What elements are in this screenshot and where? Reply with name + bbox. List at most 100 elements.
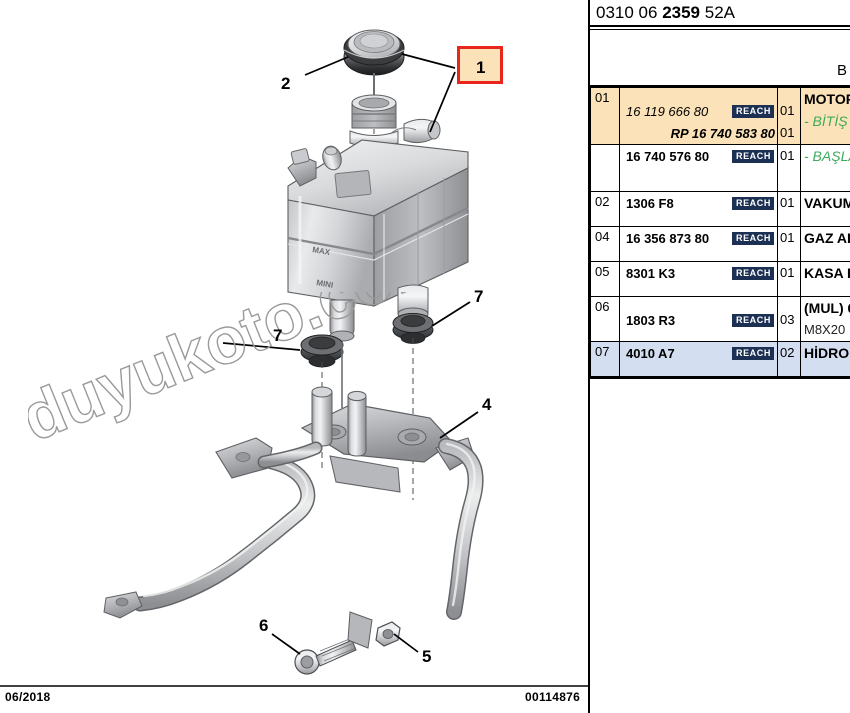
part-line[interactable]: 4010 A7 REACH — [620, 342, 777, 364]
callout-5: 5 — [422, 647, 432, 666]
part-number: 4010 A7 — [626, 345, 675, 361]
row-part-cell: 1803 R3 REACH — [619, 296, 778, 342]
part-line-spacer — [620, 179, 777, 191]
part-number: 16 356 873 80 — [626, 230, 710, 246]
description-title: MOTOR — [804, 91, 850, 107]
qty-line-spacer — [778, 88, 800, 100]
callout-6: 6 — [259, 616, 269, 635]
row-part-cell: 1306 F8 REACH — [619, 191, 778, 227]
qty-value: 01 — [780, 125, 795, 140]
mounting-nut — [375, 621, 401, 647]
reach-badge: REACH — [731, 149, 774, 163]
table-row[interactable]: 04 16 356 873 80 REACH 01 — [590, 226, 850, 262]
qty-value: 03 — [780, 312, 795, 327]
table-row[interactable]: 05 8301 K3 REACH 01 — [590, 261, 850, 297]
row-index-cell: 01 — [590, 87, 620, 145]
reach-badge: REACH — [731, 196, 774, 210]
callout-leader-lines — [222, 53, 479, 655]
row-part-cell: 16 356 873 80 REACH — [619, 226, 778, 262]
row-description-cell: HİDROL — [800, 341, 850, 377]
parts-table-pane: 0310 06 2359 52A B 01 — [588, 0, 850, 713]
row-qty-cell: 02 — [777, 341, 801, 377]
row-qty-cell: 01 — [777, 226, 801, 262]
qty-line-spacer — [778, 297, 800, 309]
coolant-hose-right — [438, 438, 484, 620]
row-description-cell: KASA B — [800, 261, 850, 297]
description-title: GAZ AL — [804, 230, 850, 246]
table-bottom-rule — [590, 377, 850, 379]
qty-value: 01 — [780, 103, 795, 118]
row-description-cell: (MUL) 6 M8X20 — [800, 296, 850, 342]
reference-prefix: 0310 06 — [596, 2, 658, 22]
table-row[interactable]: 16 740 576 80 REACH 01 — [590, 144, 850, 192]
part-line-spacer — [620, 167, 777, 179]
qty-value: 01 — [780, 148, 795, 163]
part-line[interactable]: RP 16 740 583 80 — [620, 122, 777, 144]
description-note: - BİTİŞ — [804, 113, 848, 129]
callout-7-left: 7 — [273, 326, 283, 345]
row-index-cell — [590, 144, 620, 192]
row-part-cell: 8301 K3 REACH — [619, 261, 778, 297]
row-qty-cell: 03 — [777, 296, 801, 342]
parts-table: 01 16 119 666 80 REACH RP 16 740 583 80 — [590, 87, 850, 377]
part-line[interactable]: 16 356 873 80 REACH — [620, 227, 777, 249]
row-part-cell: 16 740 576 80 REACH — [619, 144, 778, 192]
table-row[interactable]: 01 16 119 666 80 REACH RP 16 740 583 80 — [590, 87, 850, 145]
mounting-bracket-assembly — [215, 386, 475, 493]
reach-badge: REACH — [731, 104, 774, 118]
row-index-cell: 05 — [590, 261, 620, 297]
row-description-cell: VAKUM — [800, 191, 850, 227]
qty-value: 01 — [780, 195, 795, 210]
callout-7-right: 7 — [474, 287, 484, 306]
part-line-spacer — [620, 249, 777, 261]
callout-1-highlight-box[interactable]: 1 — [457, 46, 503, 84]
row-index-cell: 04 — [590, 226, 620, 262]
part-line[interactable]: 1803 R3 REACH — [620, 309, 777, 331]
row-part-cell: 16 119 666 80 REACH RP 16 740 583 80 — [619, 87, 778, 145]
reference-header: 0310 06 2359 52A — [590, 0, 850, 27]
description-title: VAKUM — [804, 195, 850, 211]
part-line[interactable]: 8301 K3 REACH — [620, 262, 777, 284]
part-number: 1306 F8 — [626, 195, 674, 211]
row-index: 01 — [595, 90, 610, 105]
part-line-spacer — [620, 88, 777, 100]
part-number: 16 740 576 80 — [626, 148, 710, 164]
reach-badge: REACH — [731, 231, 774, 245]
part-line[interactable]: 16 740 576 80 REACH — [620, 145, 777, 167]
part-line-spacer — [620, 297, 777, 309]
table-row[interactable]: 06 1803 R3 REACH — [590, 296, 850, 342]
parts-diagram-pane: MAX MINI — [0, 29, 588, 704]
callout-1: 1 — [476, 58, 486, 77]
grommet-left — [300, 334, 344, 368]
coolant-expansion-tank: MAX MINI — [287, 94, 469, 342]
reach-badge: REACH — [731, 313, 774, 327]
row-index: 02 — [595, 194, 610, 209]
table-row[interactable]: 02 1306 F8 REACH 01 — [590, 191, 850, 227]
part-number: 8301 K3 — [626, 265, 676, 281]
qty-value: 01 — [780, 230, 795, 245]
column-header-label: B — [836, 62, 847, 79]
description-title: (MUL) 6 — [804, 300, 850, 316]
part-number: 1803 R3 — [626, 312, 676, 328]
row-qty-cell: 01 — [777, 144, 801, 192]
hose-mid-connector — [257, 441, 323, 469]
row-index-cell: 02 — [590, 191, 620, 227]
callout-2: 2 — [281, 74, 291, 93]
row-qty-cell: 01 01 — [777, 87, 801, 145]
coolant-hose-left — [103, 454, 316, 619]
part-line[interactable]: 1306 F8 REACH — [620, 192, 777, 214]
revision-date: 06/2018 — [5, 690, 51, 704]
description-note: - BAŞLA — [804, 148, 850, 164]
tank-upper-outlet — [389, 118, 441, 144]
row-description-cell: GAZ AL — [800, 226, 850, 262]
description-title: KASA B — [804, 265, 850, 281]
row-index: 04 — [595, 229, 610, 244]
callout-4: 4 — [482, 395, 492, 414]
replacement-part-number: RP 16 740 583 80 — [670, 125, 775, 141]
row-qty-cell: 01 — [777, 261, 801, 297]
part-line[interactable]: 16 119 666 80 REACH — [620, 100, 777, 122]
part-line-spacer — [620, 214, 777, 226]
table-row[interactable]: 07 4010 A7 REACH 02 — [590, 341, 850, 377]
row-qty-cell: 01 — [777, 191, 801, 227]
